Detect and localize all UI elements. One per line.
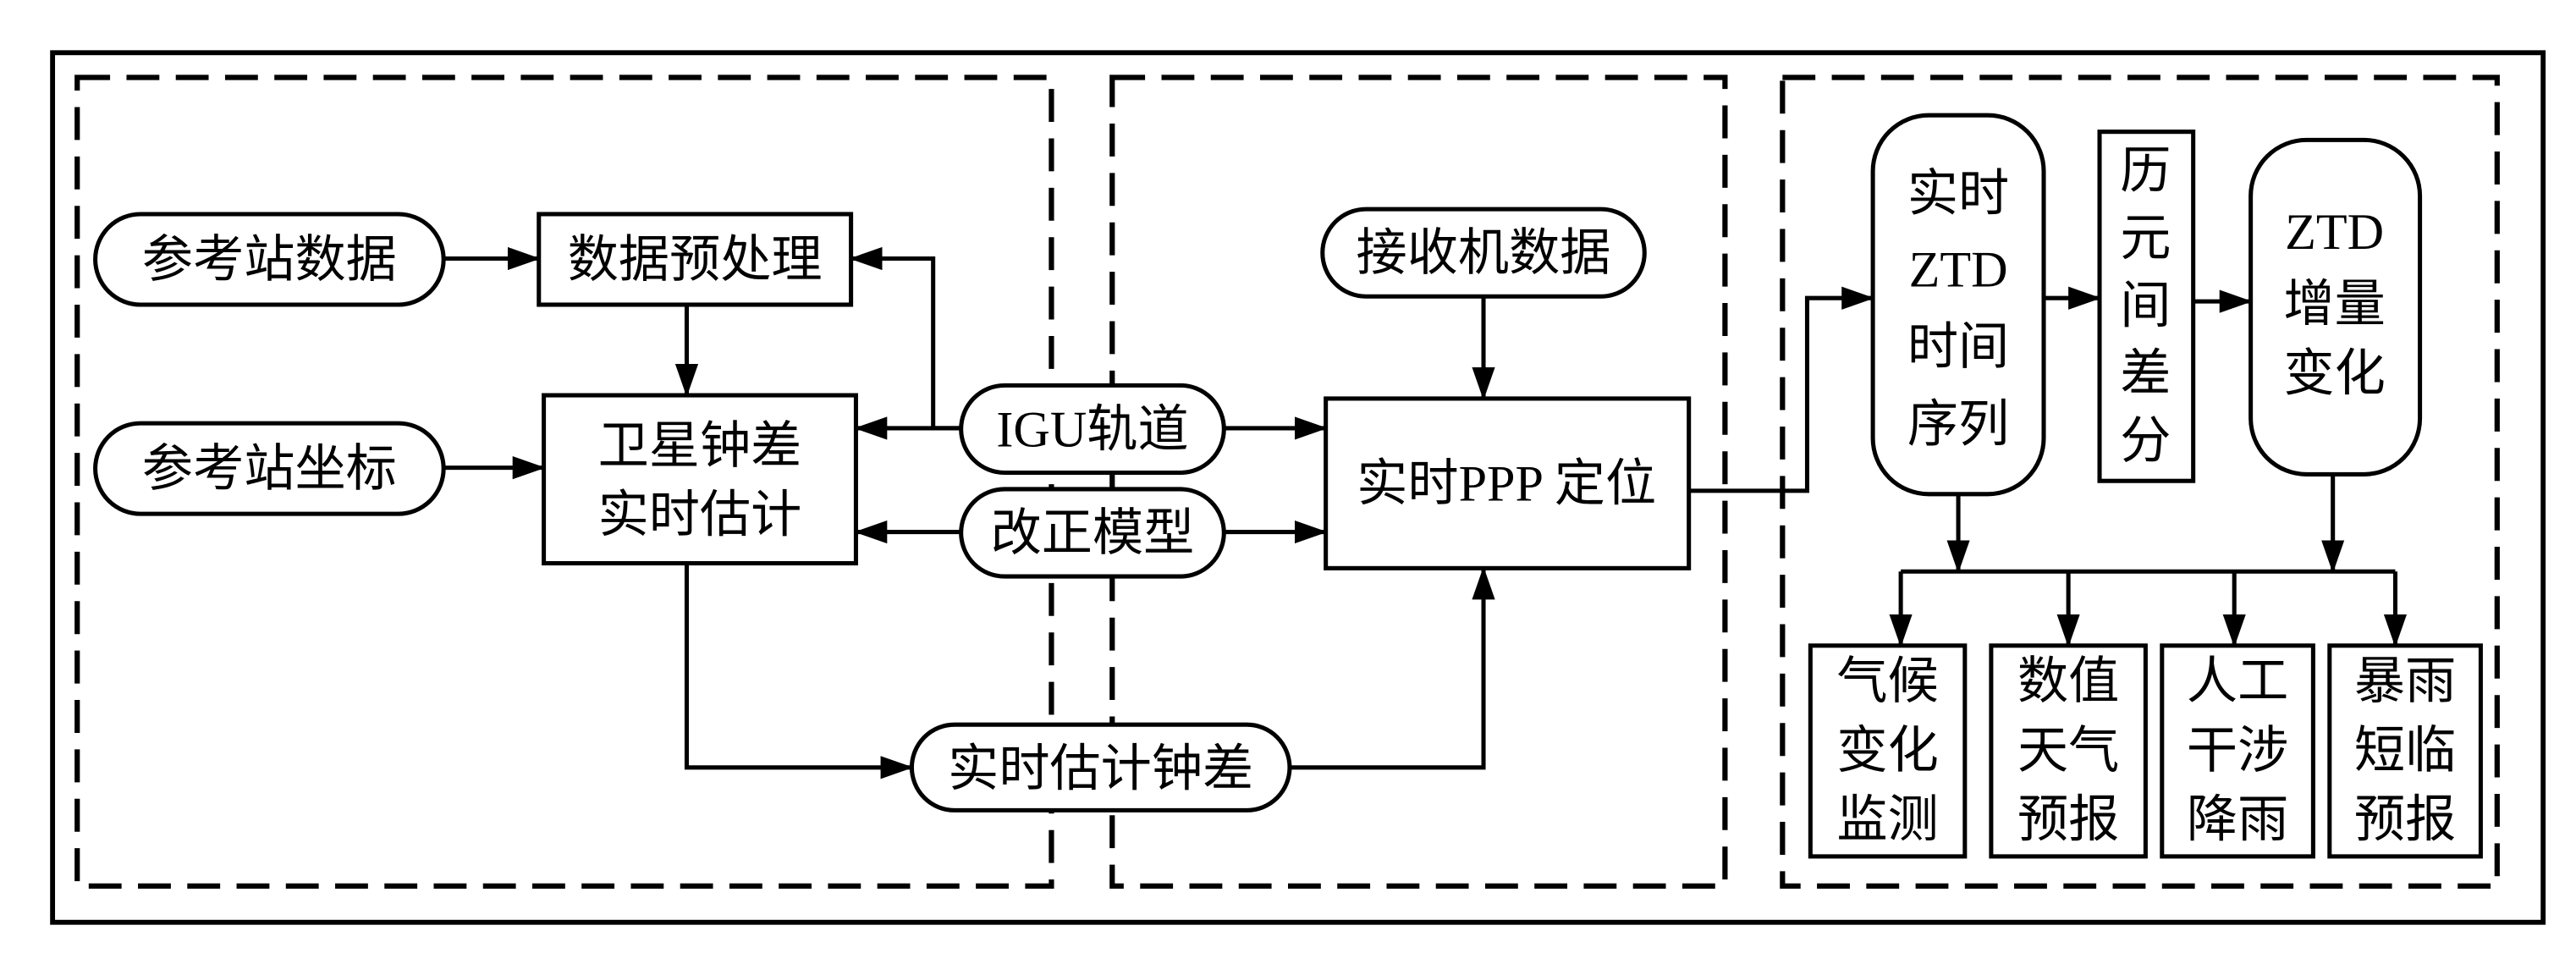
label-receiver-data: 接收机数据 <box>1357 225 1611 282</box>
label-ref-station-coords: 参考站坐标 <box>142 441 397 498</box>
node-data-preprocess: 数据预处理 <box>537 212 854 307</box>
node-ref-station-coords: 参考站坐标 <box>93 421 446 516</box>
label-app-storm-line2: 短临 <box>2354 723 2456 779</box>
label-epoch-diff-line5: 分 <box>2120 413 2171 470</box>
label-app-nwp-line1: 数值 <box>2017 653 2119 710</box>
label-ztd-increment-line1: ZTD <box>2285 204 2384 261</box>
outer-frame <box>50 50 2546 925</box>
node-correction-model: 改正模型 <box>959 487 1226 579</box>
node-realtime-clock: 实时估计钟差 <box>909 722 1292 812</box>
label-epoch-diff-line2: 元 <box>2120 211 2171 267</box>
node-realtime-ppp: 实时PPP 定位 <box>1324 396 1692 570</box>
label-correction-model: 改正模型 <box>991 505 1195 562</box>
label-app-climate-line3: 监测 <box>1836 792 1938 849</box>
node-igu-orbit: IGU轨道 <box>959 383 1226 476</box>
label-app-nwp-line2: 天气 <box>2017 723 2119 779</box>
node-app-storm: 暴雨 短临 预报 <box>2327 643 2483 859</box>
section-ppp-positioning <box>1109 74 1728 890</box>
node-app-nwp: 数值 天气 预报 <box>1989 643 2148 859</box>
label-ref-station-data: 参考站数据 <box>142 232 397 289</box>
label-clock-estimation-line1: 卫星钟差 <box>598 418 802 475</box>
node-ztd-increment: ZTD 增量 变化 <box>2248 137 2423 476</box>
arrow-clock-to-realtime-clock <box>684 563 914 779</box>
label-app-rain-line1: 人工 <box>2187 653 2288 710</box>
label-epoch-diff-line3: 间 <box>2120 278 2171 334</box>
node-receiver-data: 接收机数据 <box>1320 207 1647 299</box>
arrow-igu-to-preprocess <box>849 246 961 431</box>
arrow-ppp-to-ztd-series <box>1688 286 1875 493</box>
label-app-storm-line1: 暴雨 <box>2354 653 2456 710</box>
section-ztd-applications <box>1780 74 2500 890</box>
label-clock-estimation-line2: 实时估计 <box>598 488 802 544</box>
label-app-rain-line3: 降雨 <box>2187 792 2288 849</box>
label-igu-orbit: IGU轨道 <box>996 401 1188 458</box>
label-realtime-clock: 实时估计钟差 <box>948 741 1253 797</box>
label-app-climate-line2: 变化 <box>1836 723 1938 779</box>
arrow-realtime-clock-to-ppp <box>1289 566 1495 770</box>
label-app-climate-line1: 气候 <box>1836 653 1938 710</box>
label-realtime-ppp: 实时PPP 定位 <box>1357 456 1656 513</box>
connectors <box>443 246 2408 779</box>
label-ztd-increment-line3: 变化 <box>2283 345 2385 402</box>
node-app-rain: 人工 干涉 降雨 <box>2160 643 2315 859</box>
label-ztd-series-line4: 序列 <box>1907 397 2009 454</box>
label-app-rain-line2: 干涉 <box>2187 723 2288 779</box>
label-epoch-diff-line1: 历 <box>2120 143 2171 200</box>
label-epoch-diff-line4: 差 <box>2120 345 2171 402</box>
label-app-storm-line3: 预报 <box>2354 792 2456 849</box>
node-clock-estimation: 卫星钟差 实时估计 <box>542 393 858 566</box>
label-ztd-series-line2: ZTD <box>1909 242 2008 299</box>
node-app-climate: 气候 变化 监测 <box>1808 643 1968 859</box>
label-ztd-increment-line2: 增量 <box>2283 276 2385 333</box>
label-data-preprocess: 数据预处理 <box>568 232 823 289</box>
section-clock-estimation <box>74 74 1054 890</box>
label-app-nwp-line3: 预报 <box>2017 792 2119 849</box>
node-epoch-diff: 历 元 间 差 分 <box>2097 129 2196 483</box>
label-ztd-series-line1: 实时 <box>1907 166 2009 223</box>
label-ztd-series-line3: 时间 <box>1907 319 2009 376</box>
node-ref-station-data: 参考站数据 <box>93 212 446 307</box>
node-ztd-series: 实时 ZTD 时间 序列 <box>1870 113 2046 497</box>
